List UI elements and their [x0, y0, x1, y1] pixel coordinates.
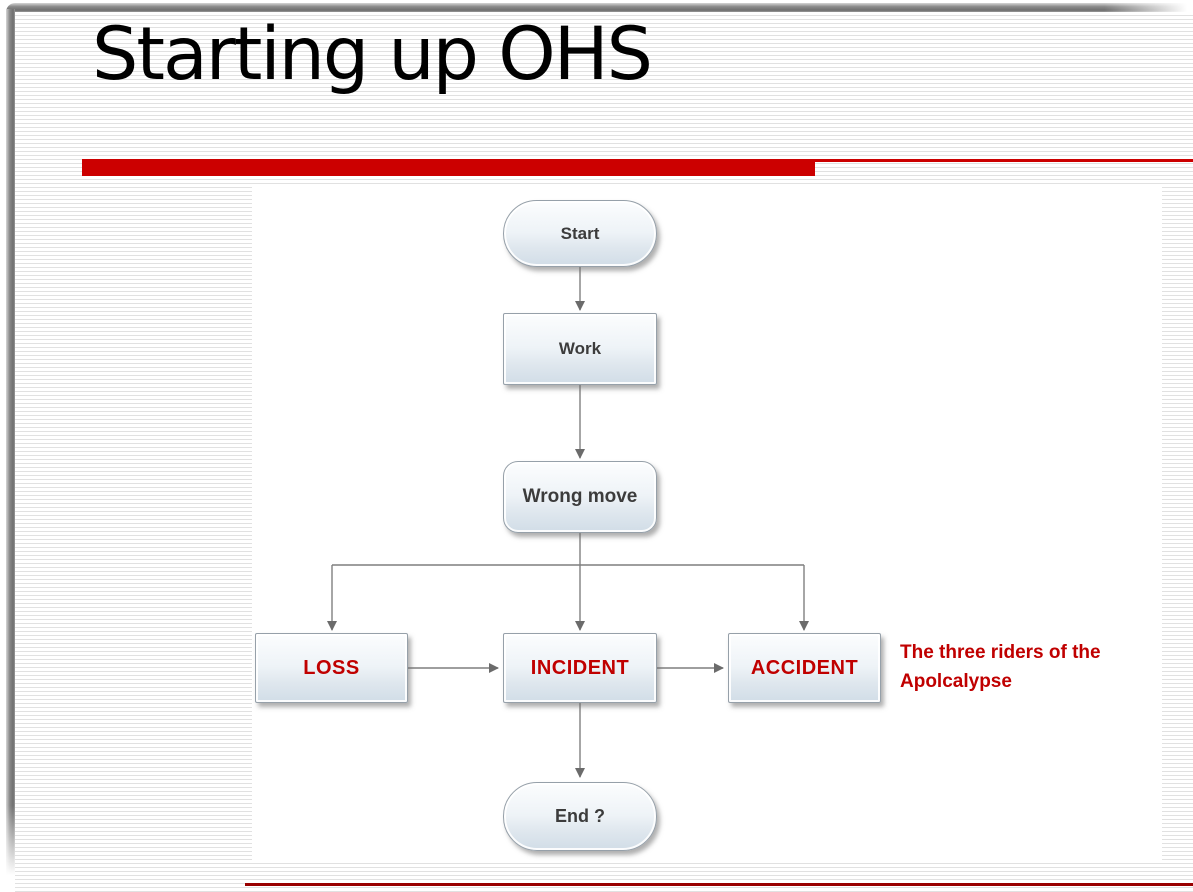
flowchart-node-incident: INCIDENT	[503, 633, 657, 703]
annotation-line-1: The three riders of the	[900, 642, 1101, 663]
node-loss-label: LOSS	[303, 656, 360, 679]
slide-frame-left-edge	[6, 9, 15, 875]
flowchart-node-end: End ?	[503, 782, 657, 851]
flowchart-node-accident: ACCIDENT	[728, 633, 881, 703]
node-wrong-move-label: Wrong move	[522, 486, 638, 507]
node-work-label: Work	[558, 339, 602, 358]
node-start-label: Start	[560, 223, 600, 243]
flowchart-connectors	[327, 267, 809, 778]
annotation-line-2: Apolcalypse	[900, 671, 1012, 692]
bottom-rule	[245, 883, 1193, 886]
node-incident-label: INCIDENT	[530, 656, 630, 679]
node-accident-label: ACCIDENT	[750, 656, 859, 679]
flowchart-node-work: Work	[503, 313, 657, 385]
flowchart-panel: Start Work Wrong move LOSS INCIDENT ACCI…	[252, 185, 1162, 860]
flowchart-node-start: Start	[503, 200, 657, 267]
title-accent-bar	[82, 159, 815, 176]
slide-title: Starting up OHS	[92, 12, 653, 97]
slide-frame-top-edge	[6, 3, 1187, 12]
flowchart-node-wrong-move: Wrong move	[503, 461, 657, 533]
annotation-three-riders: The three riders of the Apolcalypse	[900, 638, 1160, 696]
title-accent-line	[815, 159, 1193, 162]
flowchart-node-loss: LOSS	[255, 633, 408, 703]
node-end-label: End ?	[555, 806, 605, 826]
